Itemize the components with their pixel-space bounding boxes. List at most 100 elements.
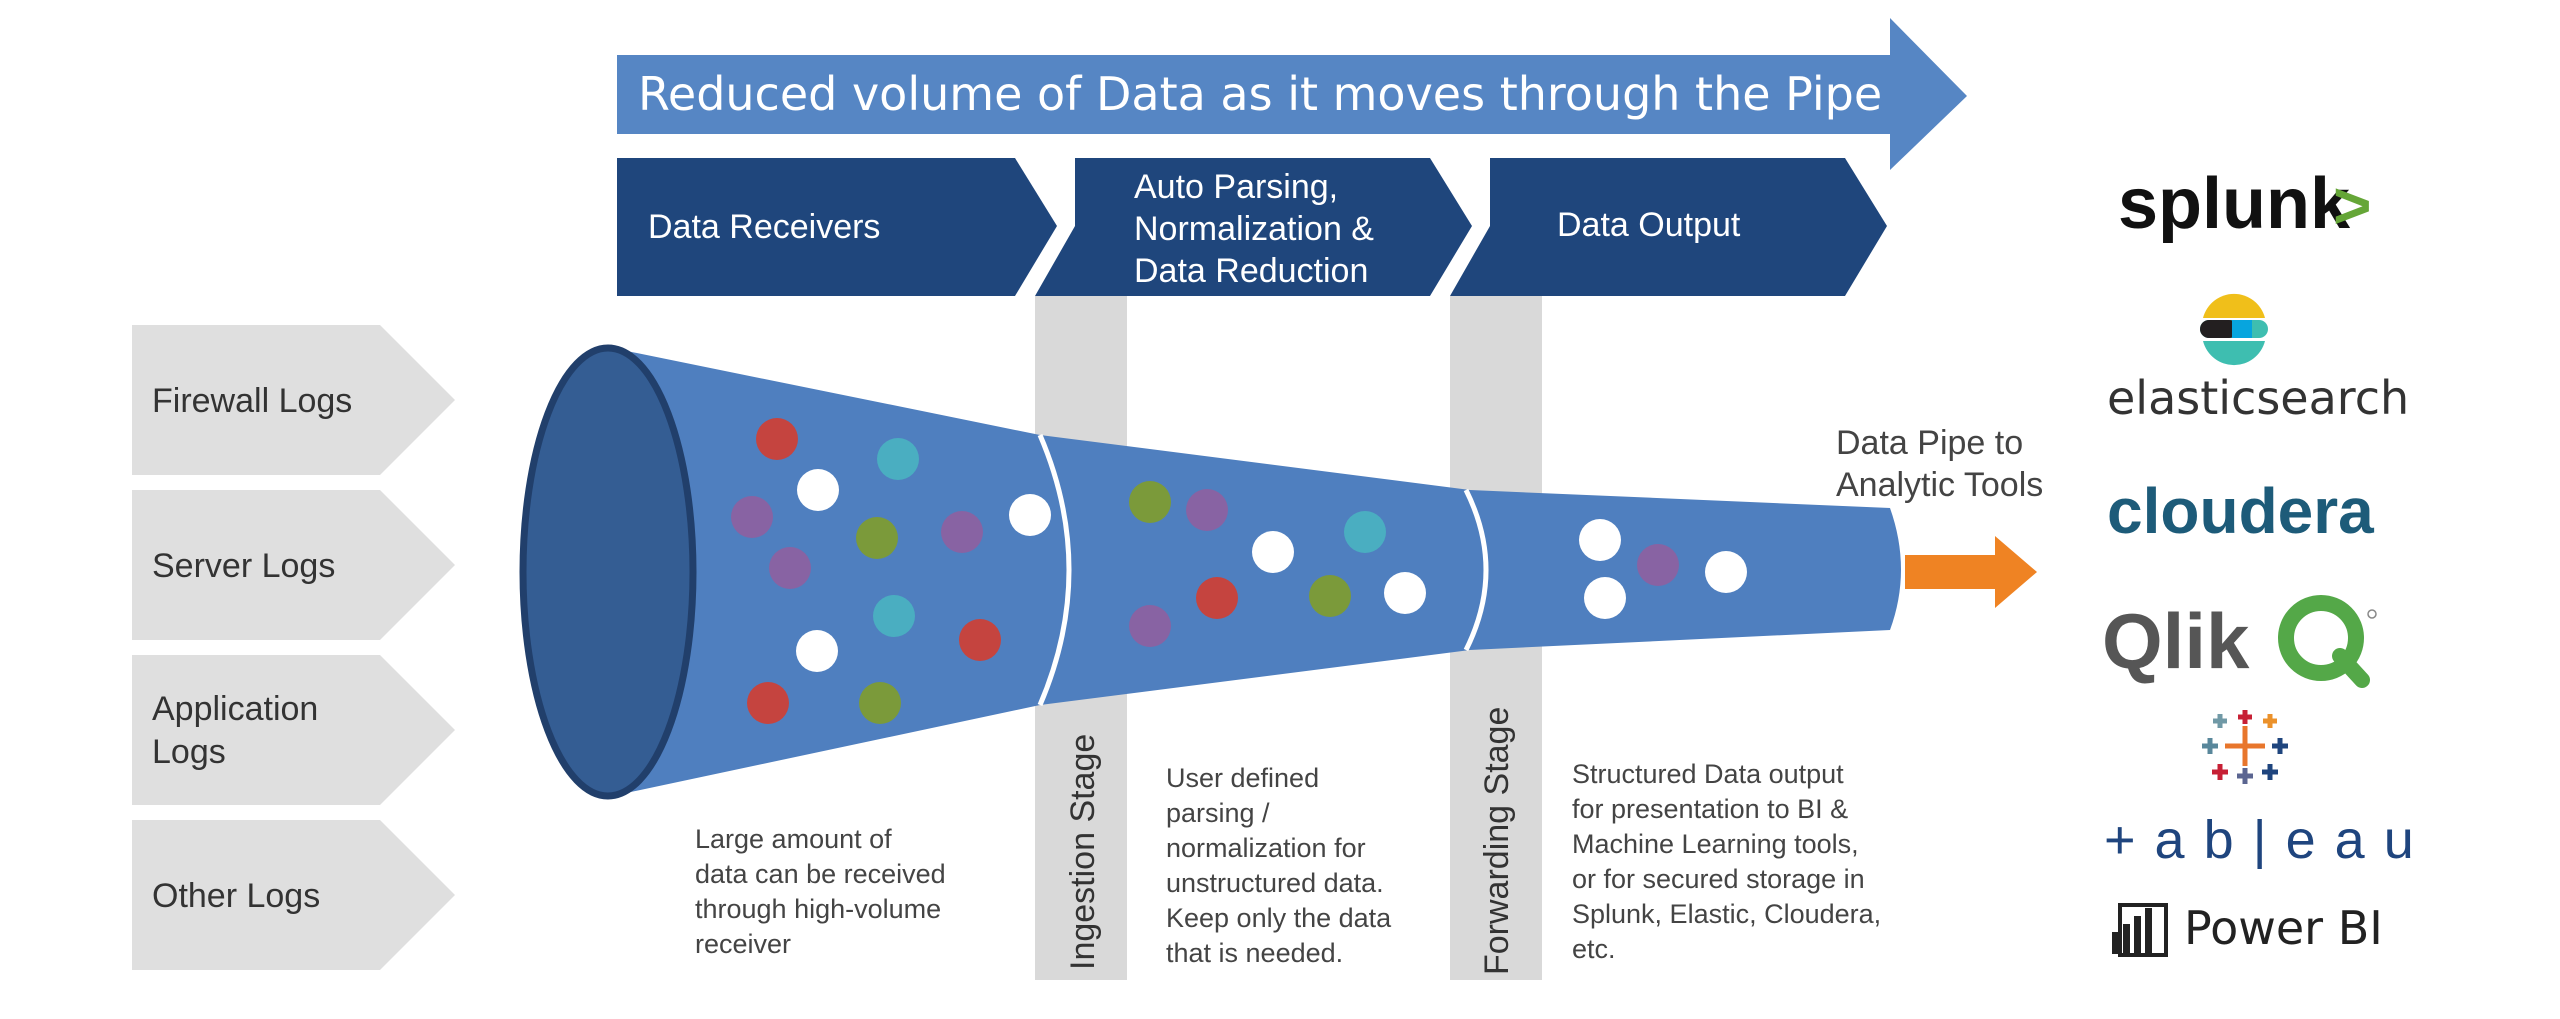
svg-text:Large amount of: Large amount of: [695, 824, 892, 854]
data-dot: [769, 547, 811, 589]
data-dot: [1384, 572, 1426, 614]
data-dot: [877, 438, 919, 480]
stage-chevron-output: [1450, 158, 1887, 296]
description-output: Structured Data output for presentation …: [1572, 759, 1881, 964]
svg-text:or for secured storage in: or for secured storage in: [1572, 864, 1865, 894]
tableau-logo: + a b | e a u: [2104, 710, 2416, 870]
data-dot: [873, 595, 915, 637]
data-dot: [1344, 511, 1386, 553]
svg-text:Power BI: Power BI: [2184, 901, 2383, 955]
banner-text: Reduced volume of Data as it moves throu…: [638, 67, 1882, 121]
data-dot: [797, 469, 839, 511]
data-dot: [731, 496, 773, 538]
svg-text:normalization for: normalization for: [1166, 833, 1366, 863]
svg-text:User defined: User defined: [1166, 763, 1319, 793]
svg-text:unstructured data.: unstructured data.: [1166, 868, 1384, 898]
svg-text:Splunk, Elastic, Cloudera,: Splunk, Elastic, Cloudera,: [1572, 899, 1881, 929]
qlik-q-icon: [2278, 595, 2377, 688]
svg-text:etc.: etc.: [1572, 934, 1616, 964]
svg-text:Keep only the data: Keep only the data: [1166, 903, 1392, 933]
stage-label-parsing: Auto Parsing, Normalization & Data Reduc…: [1134, 168, 1374, 290]
log-label-application-2: Logs: [152, 733, 226, 771]
svg-text:Normalization &: Normalization &: [1134, 210, 1374, 248]
data-dot: [1186, 489, 1228, 531]
log-label-firewall: Firewall Logs: [152, 382, 352, 420]
elasticsearch-logo: elasticsearch: [2107, 293, 2409, 425]
funnel-segment-divider-1: [1037, 434, 1072, 706]
svg-text:+ a b | e a u: + a b | e a u: [2104, 810, 2416, 870]
data-dots: [731, 418, 1747, 724]
data-dot: [941, 511, 983, 553]
svg-text:Data Receivers: Data Receivers: [648, 208, 880, 246]
stage-label-output: Data Output: [1557, 206, 1741, 244]
data-dot: [1705, 551, 1747, 593]
output-arrow: [1905, 536, 2037, 608]
banner-arrow-shape: [617, 18, 1967, 170]
funnel-mouth: [519, 344, 697, 800]
data-dot: [1129, 481, 1171, 523]
svg-text:that is needed.: that is needed.: [1166, 938, 1343, 968]
svg-text:parsing /: parsing /: [1166, 798, 1270, 828]
description-receivers: Large amount of data can be received thr…: [695, 824, 946, 959]
log-chevron-server: [132, 490, 455, 640]
forwarding-stage-label: Forwarding Stage: [1478, 707, 1516, 975]
pipe-label: Data Pipe to Analytic Tools: [1836, 424, 2043, 504]
data-dot: [747, 682, 789, 724]
log-label-application-1: Application: [152, 690, 318, 728]
svg-text:>: >: [2333, 168, 2372, 242]
analytic-tools: splunk > elasticsearch cloudera Qlik: [2102, 164, 2416, 957]
tableau-cross-icon: [2202, 710, 2288, 784]
stage-chevron-receivers: [617, 158, 1057, 296]
svg-text:Structured Data output: Structured Data output: [1572, 759, 1844, 789]
powerbi-icon: [2112, 903, 2168, 957]
cloudera-logo: cloudera: [2107, 475, 2374, 547]
svg-text:Machine Learning tools,: Machine Learning tools,: [1572, 829, 1859, 859]
elasticsearch-icon: [2200, 293, 2268, 366]
log-label-other: Other Logs: [152, 877, 320, 915]
stage-chevrons: Data Receivers Auto Parsing, Normalizati…: [617, 158, 1887, 296]
data-funnel: [519, 344, 1901, 800]
splunk-logo: splunk >: [2118, 164, 2372, 244]
svg-text:elasticsearch: elasticsearch: [2107, 371, 2409, 425]
funnel-segment-divider-2: [1463, 488, 1489, 652]
svg-text:through high-volume: through high-volume: [695, 894, 941, 924]
log-chevron-firewall: [132, 325, 455, 475]
svg-text:Data Pipe to: Data Pipe to: [1836, 424, 2023, 462]
data-dot: [756, 418, 798, 460]
data-dot: [1129, 605, 1171, 647]
data-dot: [1009, 494, 1051, 536]
volume-banner: Reduced volume of Data as it moves throu…: [617, 18, 1967, 170]
ingestion-stage-label: Ingestion Stage: [1064, 734, 1102, 970]
data-dot: [1637, 544, 1679, 586]
svg-text:Data Reduction: Data Reduction: [1134, 252, 1368, 290]
svg-text:splunk: splunk: [2118, 164, 2351, 244]
svg-text:data can be received: data can be received: [695, 859, 946, 889]
data-dot: [1579, 519, 1621, 561]
powerbi-logo: Power BI: [2112, 901, 2383, 957]
log-chevron-other: [132, 820, 455, 970]
svg-text:receiver: receiver: [695, 929, 791, 959]
svg-text:Qlik: Qlik: [2102, 597, 2250, 685]
log-sources: Firewall Logs Server Logs Application Lo…: [132, 325, 455, 970]
stage-chevron-parsing: [1035, 158, 1472, 296]
svg-text:Auto Parsing,: Auto Parsing,: [1134, 168, 1338, 206]
data-dot: [1252, 531, 1294, 573]
svg-text:Data Output: Data Output: [1557, 206, 1741, 244]
data-dot: [1584, 577, 1626, 619]
stage-label-receivers: Data Receivers: [648, 208, 880, 246]
log-chevron-application: [132, 655, 455, 805]
svg-text:Analytic Tools: Analytic Tools: [1836, 466, 2043, 504]
qlik-logo: Qlik: [2102, 595, 2377, 688]
data-dot: [959, 619, 1001, 661]
log-label-server: Server Logs: [152, 547, 335, 585]
svg-text:for presentation to BI &: for presentation to BI &: [1572, 794, 1848, 824]
data-dot: [796, 630, 838, 672]
data-dot: [1309, 575, 1351, 617]
data-dot: [1196, 577, 1238, 619]
description-parsing: User defined parsing / normalization for…: [1166, 763, 1392, 968]
data-dot: [856, 517, 898, 559]
funnel-body: [612, 348, 1901, 796]
data-dot: [859, 682, 901, 724]
